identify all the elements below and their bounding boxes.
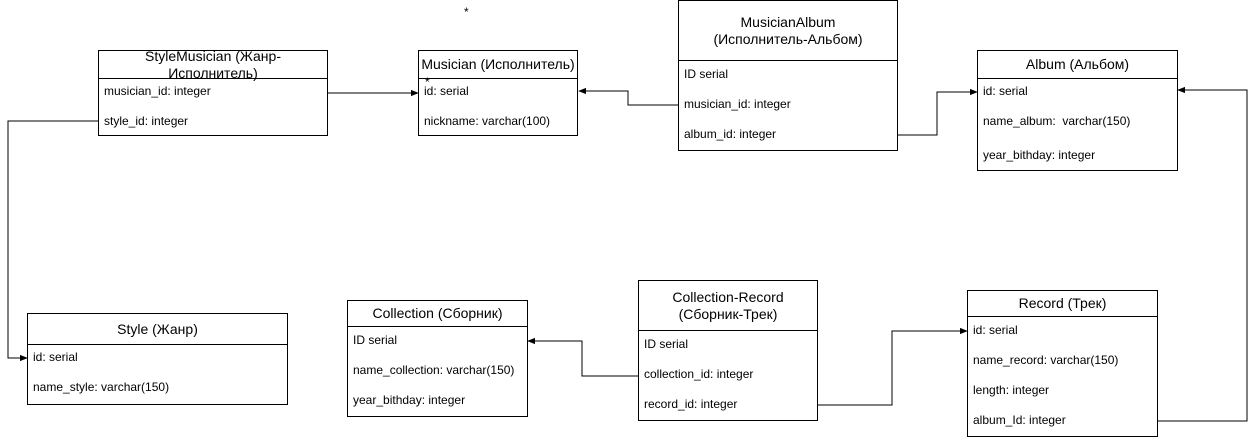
field-name-collection: name_collection: varchar(150) [353,363,515,377]
entity-title: Style (Жанр) [28,314,287,345]
connector-musicianalbum-musician [578,87,678,106]
entity-collection[interactable]: Collection (Сборник) ID serial name_coll… [347,300,528,417]
field-name-album: name_album: varchar(150) [983,114,1131,128]
entity-title: Album (Альбом) [978,51,1177,79]
entity-collection-record[interactable]: Collection-Record (Сборник-Трек) ID seri… [638,280,818,421]
field-record-id: record_id: integer [644,397,738,411]
entity-title: StyleMusician (Жанр-Исполнитель) [99,48,327,81]
connector-musicianalbum-album [897,88,978,136]
stray-asterisk-mark: * [425,75,430,89]
field-musician-id: musician_id: integer [104,84,211,98]
entity-record[interactable]: Record (Трек) id: serial name_record: va… [967,290,1158,437]
field-id: ID serial [353,333,398,347]
entity-album[interactable]: Album (Альбом) id: serial name_album: va… [977,50,1178,171]
field-id: id: serial [424,84,469,98]
field-length: length: integer [973,383,1050,397]
field-style-id: style_id: integer [104,114,189,128]
connector-collectionrecord-record [817,327,968,406]
connector-collectionrecord-collection [527,337,638,377]
field-musician-id: musician_id: integer [684,97,791,111]
entity-title: Record (Трек) [968,291,1157,317]
field-id: id: serial [33,350,78,364]
entity-style[interactable]: Style (Жанр) id: serial name_style: varc… [27,313,288,405]
entity-musician[interactable]: Musician (Исполнитель) * id: serial nick… [418,50,578,136]
entity-title: MusicianAlbum (Исполнитель-Альбом) [679,1,897,61]
field-year-bithday: year_bithday: integer [353,393,466,407]
entity-title: Collection-Record (Сборник-Трек) [639,281,817,331]
field-id: id: serial [983,84,1028,98]
entity-title: Musician (Исполнитель) [419,51,577,79]
field-name-style: name_style: varchar(150) [33,380,170,394]
entity-title: Collection (Сборник) [348,301,527,327]
stray-asterisk-mark: * [464,5,469,19]
field-id: ID serial [684,67,729,81]
field-id: ID serial [644,337,689,351]
field-id: id: serial [973,323,1018,337]
field-year-bithday: year_bithday: integer [983,148,1096,162]
field-name-record: name_record: varchar(150) [973,353,1119,367]
entity-musician-album[interactable]: MusicianAlbum (Исполнитель-Альбом) ID se… [678,0,898,151]
field-album-id: album_Id: integer [973,413,1066,427]
field-collection-id: collection_id: integer [644,367,754,381]
field-nickname: nickname: varchar(100) [424,114,551,128]
entity-style-musician[interactable]: StyleMusician (Жанр-Исполнитель) musicia… [98,48,328,136]
field-album-id: album_id: integer [684,127,777,141]
